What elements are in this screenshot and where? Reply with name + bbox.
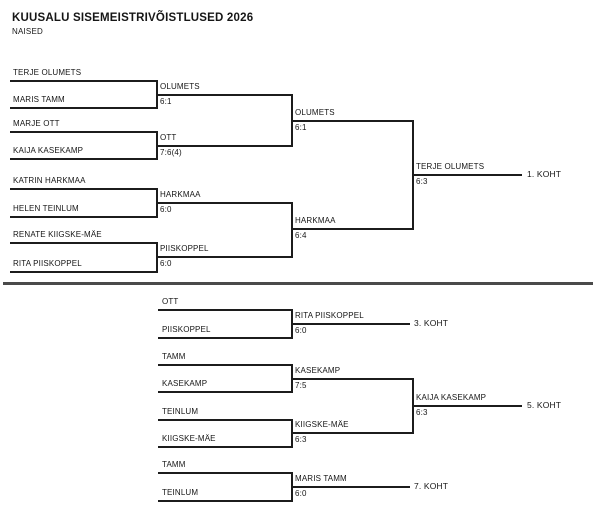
bracket-line: [158, 337, 293, 339]
player-name: RITA PIISKOPPEL: [13, 259, 82, 268]
bracket-line: [412, 174, 522, 176]
match-winner: OTT: [160, 133, 177, 142]
bracket-line: [10, 107, 158, 109]
player-name: RENATE KIIGSKE-MÄE: [13, 230, 102, 239]
bracket-line: [291, 432, 414, 434]
match-winner: OLUMETS: [160, 82, 200, 91]
player-name: HELEN TEINLUM: [13, 204, 79, 213]
player-name: KATRIN HARKMAA: [13, 176, 86, 185]
bracket-line: [291, 486, 410, 488]
match-score: 6:0: [160, 259, 172, 268]
place-label-first: 1. KOHT: [527, 169, 562, 179]
match-winner: KASEKAMP: [295, 366, 341, 375]
match-score: 6:4: [295, 231, 307, 240]
player-name: TEINLUM: [162, 488, 199, 497]
match-score: 6:1: [160, 97, 172, 106]
champion-name: TERJE OLUMETS: [416, 162, 485, 171]
bracket-line: [291, 120, 414, 122]
page-title: KUUSALU SISEMEISTRIVÕISTLUSED 2026: [12, 12, 254, 24]
player-name: TAMM: [162, 352, 186, 361]
player-name: KIIGSKE-MÄE: [162, 434, 216, 443]
match-score: 7:6(4): [160, 148, 182, 157]
match-score: 6:3: [416, 408, 428, 417]
bracket-line: [158, 419, 293, 421]
bracket-line: [158, 309, 293, 311]
player-name: OTT: [162, 297, 179, 306]
match-score: 6:1: [295, 123, 307, 132]
match-winner: MARIS TAMM: [295, 474, 347, 483]
match-score: 6:3: [416, 177, 428, 186]
match-winner: HARKMAA: [295, 216, 336, 225]
match-score: 6:3: [295, 435, 307, 444]
player-name: PIISKOPPEL: [162, 325, 211, 334]
bracket-line: [291, 228, 414, 230]
place-label-third: 3. KOHT: [414, 318, 449, 328]
match-score: 6:0: [295, 489, 307, 498]
section-divider: [3, 282, 593, 285]
player-name: KAIJA KASEKAMP: [13, 146, 84, 155]
match-score: 6:0: [160, 205, 172, 214]
bracket-line: [156, 202, 293, 204]
match-score: 6:0: [295, 326, 307, 335]
bracket-line: [10, 188, 158, 190]
bracket-connector: [291, 202, 293, 258]
bracket-line: [158, 446, 293, 448]
bracket-line: [158, 391, 293, 393]
place-label-fifth: 5. KOHT: [527, 400, 562, 410]
bracket-line: [156, 145, 293, 147]
match-winner: HARKMAA: [160, 190, 201, 199]
bracket-line: [10, 271, 158, 273]
bracket-line: [10, 80, 158, 82]
bracket-line: [156, 94, 293, 96]
bracket-line: [156, 256, 293, 258]
match-winner: OLUMETS: [295, 108, 335, 117]
bracket-line: [412, 405, 522, 407]
bracket-line: [158, 500, 293, 502]
bracket-line: [291, 323, 410, 325]
player-name: MARJE OTT: [13, 119, 60, 128]
player-name: MARIS TAMM: [13, 95, 65, 104]
bracket-line: [10, 158, 158, 160]
match-winner: KAIJA KASEKAMP: [416, 393, 487, 402]
bracket-line: [10, 216, 158, 218]
bracket-line: [10, 131, 158, 133]
page-subtitle: NAISED: [12, 27, 43, 36]
player-name: TEINLUM: [162, 407, 199, 416]
place-label-seventh: 7. KOHT: [414, 481, 449, 491]
match-winner: RITA PIISKOPPEL: [295, 311, 364, 320]
match-score: 7:5: [295, 381, 307, 390]
bracket-line: [10, 242, 158, 244]
bracket-line: [158, 472, 293, 474]
match-winner: KIIGSKE-MÄE: [295, 420, 349, 429]
player-name: KASEKAMP: [162, 379, 208, 388]
bracket-line: [291, 378, 414, 380]
bracket-line: [158, 364, 293, 366]
match-winner: PIISKOPPEL: [160, 244, 209, 253]
player-name: TERJE OLUMETS: [13, 68, 82, 77]
player-name: TAMM: [162, 460, 186, 469]
